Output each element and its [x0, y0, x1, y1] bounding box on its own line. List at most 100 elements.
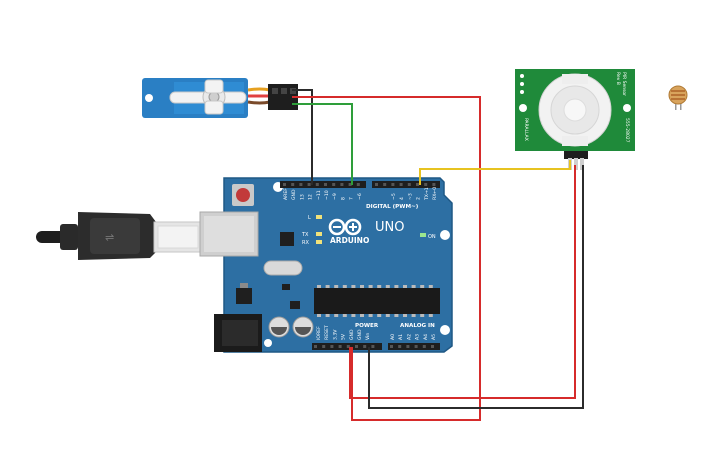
usb-icon: ⇌: [105, 231, 114, 244]
wire-pir-gnd[interactable]: [368, 165, 584, 409]
header-pin[interactable]: [324, 183, 327, 186]
top-pin-label-0: AREF: [283, 188, 289, 200]
led-on: [420, 233, 426, 237]
led-rx-label: RX: [302, 240, 309, 246]
pir-label-3: 555-28027: [624, 118, 630, 143]
usb-cable[interactable]: ⇌: [36, 212, 203, 260]
top-pin-label-14: TX→1: [424, 187, 430, 201]
header-pin[interactable]: [340, 183, 344, 186]
header-pin[interactable]: [322, 345, 326, 348]
crystal-oscillator: [263, 260, 303, 276]
header-pin[interactable]: [407, 183, 411, 186]
header-pin[interactable]: [416, 183, 419, 186]
analog-section-label: ANALOG IN: [400, 323, 435, 329]
top-pin-label-7: 8: [340, 197, 346, 200]
power-pin-label-5: GND: [357, 329, 363, 340]
led-on-label: ON: [428, 234, 436, 240]
header-pin[interactable]: [314, 345, 317, 348]
pir-label-1: PIR Sensor: [621, 72, 627, 96]
power-pin-label-0: IOREF: [316, 326, 322, 340]
top-pin-label-6: ~9: [332, 193, 338, 200]
header-pin[interactable]: [363, 345, 367, 348]
top-pin-label-4: ~11: [316, 190, 322, 200]
top-pin-label-13: 2: [416, 197, 422, 200]
header-pin[interactable]: [371, 345, 375, 348]
power-section-label: POWER: [355, 323, 379, 329]
header-pin[interactable]: [355, 345, 358, 348]
wire-servo-gnd[interactable]: [292, 89, 313, 185]
photoresistor[interactable]: [668, 85, 688, 110]
header-pin[interactable]: [338, 345, 342, 348]
analog-pin-label-1: A1: [398, 334, 404, 340]
brand-label: ARDUINO: [330, 236, 369, 245]
top-pin-label-5: ~10: [324, 190, 330, 200]
mounting-hole: [264, 339, 272, 347]
top-pin-label-2: 13: [299, 194, 305, 200]
led-l: [316, 215, 322, 219]
header-pin[interactable]: [431, 345, 434, 348]
header-pin[interactable]: [432, 183, 436, 186]
header-pin[interactable]: [356, 183, 360, 186]
digital-header-1: [280, 181, 366, 188]
header-pin[interactable]: [346, 345, 350, 348]
header-pin[interactable]: [422, 345, 426, 348]
header-pin[interactable]: [399, 183, 403, 186]
power-pin-label-2: 3.3V: [332, 329, 338, 340]
led-tx-label: TX: [301, 232, 309, 238]
pir-label-2: Rev B: [615, 72, 621, 85]
usb-chip: [280, 232, 294, 246]
analog-pin-label-3: A3: [415, 334, 421, 340]
top-pin-label-12: ~3: [407, 193, 413, 200]
wires: [292, 89, 584, 421]
header-pin[interactable]: [391, 183, 395, 186]
header-pin[interactable]: [291, 183, 295, 186]
servo-motor[interactable]: [142, 78, 298, 118]
led-tx: [316, 232, 322, 236]
pir-sensor[interactable]: PIR Sensor Rev B 555-28027 PARALLAX: [515, 69, 635, 170]
mounting-hole: [440, 230, 450, 240]
header-pin[interactable]: [414, 345, 418, 348]
led-l-label: L: [308, 215, 311, 221]
top-pin-label-10: ~5: [391, 193, 397, 200]
arduino-logo: [328, 218, 362, 236]
pir-connector: [564, 151, 588, 159]
analog-pin-label-0: A0: [390, 334, 396, 340]
wire-servo-signal[interactable]: [292, 103, 353, 185]
pir-label-left: PARALLAX: [523, 118, 529, 141]
wire-servo-5v[interactable]: [292, 96, 481, 421]
header-pin[interactable]: [424, 183, 428, 186]
voltage-regulator: [236, 288, 252, 304]
header-pin[interactable]: [299, 183, 303, 186]
wire-pir-signal[interactable]: [419, 160, 571, 185]
analog-pin-label-5: A5: [431, 334, 437, 340]
header-pin[interactable]: [348, 183, 352, 186]
digital-header-2: [372, 181, 440, 188]
power-pin-label-6: Vin: [365, 333, 371, 340]
wire-pir-5v[interactable]: [349, 165, 576, 399]
header-pin[interactable]: [398, 345, 402, 348]
analog-pin-label-4: A4: [423, 334, 429, 340]
header-pin[interactable]: [330, 345, 334, 348]
header-pin[interactable]: [283, 183, 286, 186]
top-pin-label-8: 7: [349, 197, 355, 200]
header-pin[interactable]: [307, 183, 311, 186]
top-pin-label-11: 4: [399, 197, 405, 200]
led-rx: [316, 240, 322, 244]
analog-header: [388, 343, 440, 350]
analog-pin-label-2: A2: [406, 334, 412, 340]
header-pin[interactable]: [406, 345, 410, 348]
power-pin-label-1: RESET: [324, 325, 330, 340]
header-pin[interactable]: [315, 183, 319, 186]
header-pin[interactable]: [383, 183, 387, 186]
header-pin[interactable]: [390, 345, 393, 348]
header-pin[interactable]: [332, 183, 336, 186]
header-pin[interactable]: [375, 183, 378, 186]
top-pin-label-15: RX←0: [432, 187, 438, 200]
top-pin-label-1: GND: [291, 189, 297, 200]
power-pin-label-3: 5V: [341, 333, 347, 340]
power-pin-label-4: GND: [349, 329, 355, 340]
digital-section-label: DIGITAL (PWM~): [366, 204, 419, 210]
top-pin-label-9: ~6: [357, 193, 363, 200]
